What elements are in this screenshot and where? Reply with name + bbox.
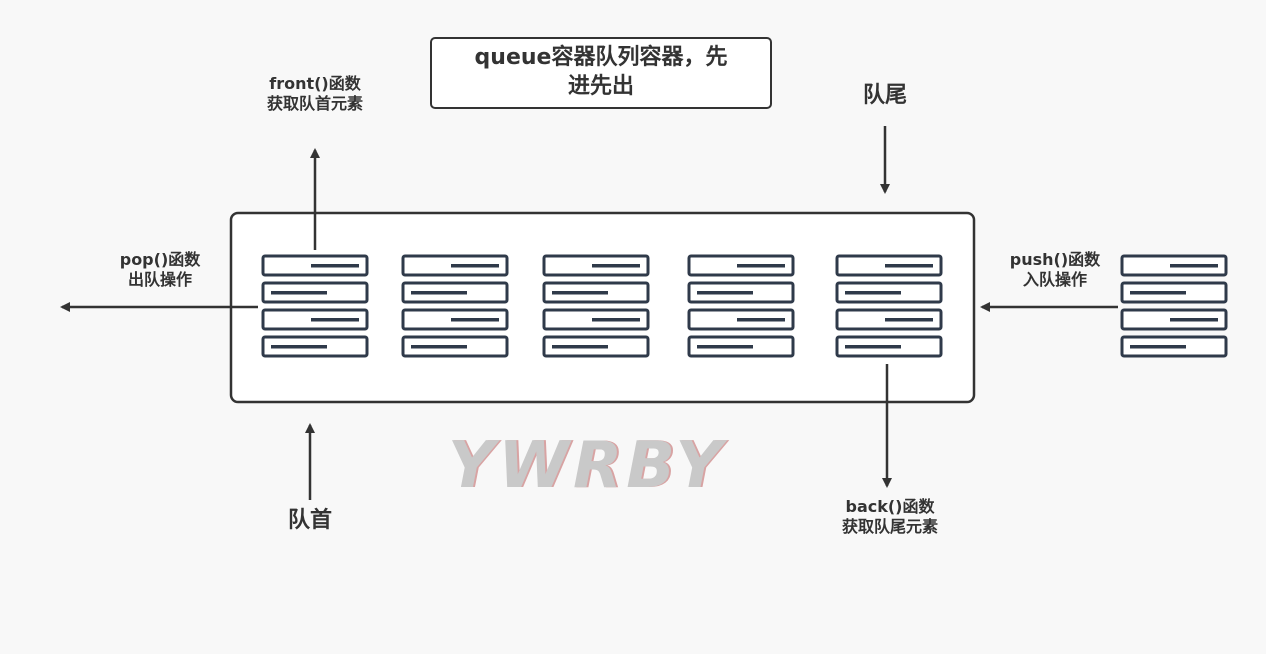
element-row-bar <box>451 318 499 322</box>
front-label: front()函数 获取队首元素 <box>240 74 390 114</box>
front-label-line-2: 获取队首元素 <box>266 94 363 113</box>
element-row-bar <box>737 318 785 322</box>
element-row-bar <box>592 264 640 268</box>
element-row-bar <box>1130 345 1186 349</box>
title-line-1: queue容器队列容器，先 <box>474 45 728 71</box>
title-line-2: 进先出 <box>567 74 634 99</box>
back-label-line-1: back()函数 <box>845 497 935 516</box>
element-row-bar <box>552 345 608 349</box>
queue-element <box>261 254 369 358</box>
push-label-line-1: push()函数 <box>1009 250 1101 269</box>
queue-elements <box>261 254 1228 358</box>
element-row-bar <box>411 291 467 295</box>
head-label: 队首 <box>287 508 332 533</box>
back-label: back()函数 获取队尾元素 <box>815 497 965 537</box>
element-row-bar <box>451 264 499 268</box>
element-row-bar <box>411 345 467 349</box>
element-row-bar <box>311 264 359 268</box>
watermark-logo: YWRBY <box>448 429 726 503</box>
push-label-line-2: 入队操作 <box>1022 270 1087 289</box>
element-row-bar <box>271 345 327 349</box>
element-row-bar <box>737 264 785 268</box>
element-row-bar <box>592 318 640 322</box>
tail-label: 队尾 <box>862 83 907 108</box>
pop-label: pop()函数 出队操作 <box>90 250 230 290</box>
pop-label-line-2: 出队操作 <box>127 270 192 289</box>
element-row-bar <box>885 264 933 268</box>
queue-element <box>542 254 650 358</box>
element-row-bar <box>1170 264 1218 268</box>
element-row-bar <box>271 291 327 295</box>
title-box: queue容器队列容器，先 进先出 <box>430 37 772 109</box>
element-row-bar <box>845 291 901 295</box>
element-row-bar <box>885 318 933 322</box>
push-label: push()函数 入队操作 <box>985 250 1125 290</box>
element-row-bar <box>697 345 753 349</box>
queue-element <box>401 254 509 358</box>
element-row-bar <box>1130 291 1186 295</box>
front-label-line-1: front()函数 <box>269 74 361 93</box>
back-label-line-2: 获取队尾元素 <box>841 517 938 536</box>
queue-container <box>229 211 976 404</box>
pop-label-line-1: pop()函数 <box>119 250 201 269</box>
incoming-element <box>1120 254 1228 358</box>
element-row-bar <box>697 291 753 295</box>
queue-element <box>835 254 943 358</box>
element-row-bar <box>845 345 901 349</box>
element-row-bar <box>552 291 608 295</box>
queue-element <box>687 254 795 358</box>
element-row-bar <box>311 318 359 322</box>
element-row-bar <box>1170 318 1218 322</box>
